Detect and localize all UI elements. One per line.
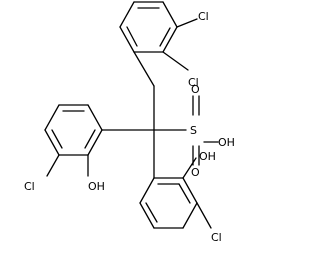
bond: [133, 51, 155, 87]
bond: [139, 202, 155, 229]
central-carbon-bonds: [101, 51, 187, 179]
oxygen-label: O: [191, 166, 200, 179]
left-ring: [44, 104, 103, 177]
double-bond: [126, 26, 138, 47]
chlorine-label: Cl: [188, 76, 199, 89]
bond: [44, 129, 60, 156]
double-bond: [178, 183, 191, 204]
bond: [162, 26, 178, 53]
bond: [44, 104, 60, 131]
chlorine-label: Cl: [211, 231, 222, 244]
chlorine-label: Cl: [198, 10, 209, 23]
bond: [196, 202, 212, 229]
bond: [176, 18, 198, 28]
bond: [87, 129, 103, 156]
bond: [139, 177, 155, 204]
bond: [182, 157, 197, 179]
bond: [46, 154, 60, 177]
bond: [182, 202, 198, 229]
bond: [119, 1, 135, 28]
top-ring: [119, 1, 198, 71]
hydroxyl-label: OH: [88, 180, 105, 193]
bond: [182, 177, 198, 204]
double-bond: [51, 129, 63, 149]
bond: [162, 51, 189, 71]
double-bond: [84, 129, 96, 149]
bottom-ring: [139, 157, 212, 229]
chlorine-label: Cl: [24, 180, 35, 193]
double-bond: [145, 202, 158, 223]
double-bond: [159, 27, 171, 47]
molecule-drawing: Cl Cl Cl OH S OH O O OH Cl: [24, 1, 235, 244]
bond: [162, 1, 178, 28]
bond: [87, 104, 103, 131]
oxygen-label: O: [191, 83, 200, 96]
sulfur-label: S: [190, 124, 197, 137]
structure-diagram: Cl Cl Cl OH S OH O O OH Cl: [24, 1, 235, 244]
hydroxyl-label: OH: [218, 136, 235, 149]
bond: [119, 26, 135, 53]
hydroxyl-label: OH: [199, 150, 216, 163]
